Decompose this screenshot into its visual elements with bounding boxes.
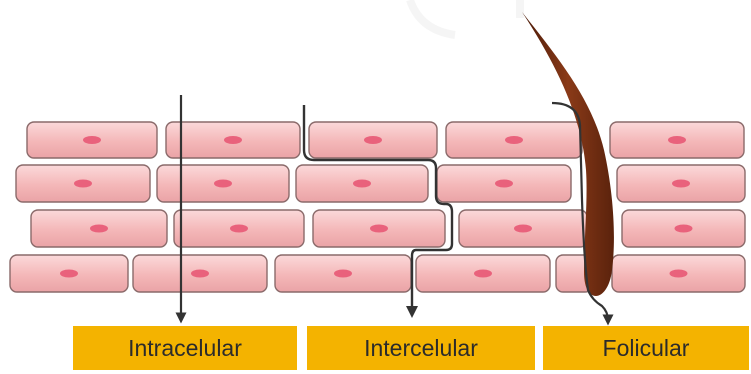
cell-nucleus-icon xyxy=(191,270,209,278)
cell-nucleus-icon xyxy=(675,225,693,233)
cell-nucleus-icon xyxy=(505,136,523,144)
intracellular-label: Intracelular xyxy=(73,326,297,370)
follicular-label: Folicular xyxy=(543,326,749,370)
cell-nucleus-icon xyxy=(74,180,92,188)
cell-nucleus-icon xyxy=(474,270,492,278)
background-watermark xyxy=(410,0,520,35)
intercellular-label: Intercelular xyxy=(307,326,535,370)
cell-nucleus-icon xyxy=(672,180,690,188)
cell-nucleus-icon xyxy=(364,136,382,144)
cell-nucleus-icon xyxy=(670,270,688,278)
cell-nucleus-icon xyxy=(214,180,232,188)
cell-nucleus-icon xyxy=(90,225,108,233)
cell-nucleus-icon xyxy=(514,225,532,233)
cell-nucleus-icon xyxy=(224,136,242,144)
skin-cell-layers xyxy=(10,122,745,292)
cell-nucleus-icon xyxy=(230,225,248,233)
cell-nucleus-icon xyxy=(353,180,371,188)
cell-nucleus-icon xyxy=(495,180,513,188)
cell-nucleus-icon xyxy=(668,136,686,144)
cell-nucleus-icon xyxy=(83,136,101,144)
cell-nucleus-icon xyxy=(334,270,352,278)
cell-nucleus-icon xyxy=(60,270,78,278)
cell-nucleus-icon xyxy=(370,225,388,233)
